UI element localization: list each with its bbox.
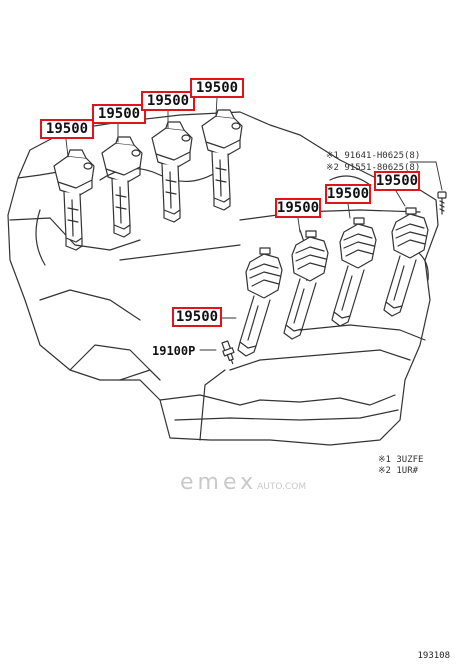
engine-block-outline (7, 111, 439, 446)
bolt-icon (437, 191, 447, 215)
part-label-spark-plug[interactable]: 19100P (152, 344, 196, 358)
part-callout-coil-1[interactable]: 19500 (40, 119, 94, 139)
spark-plug-icon (221, 340, 235, 365)
leader-lines (65, 97, 443, 319)
part-callout-coil-5[interactable]: 19500 (275, 198, 321, 218)
figure-number: 193108 (417, 651, 450, 661)
watermark-logo: emexAUTO.COM (180, 470, 307, 495)
bolt-callout-line-1[interactable]: ※1 91641-H0625(8) (326, 151, 421, 161)
part-callout-coil-8[interactable]: 19500 (172, 307, 222, 327)
part-callout-coil-3[interactable]: 19500 (141, 91, 195, 111)
ignition-coil-icon (151, 121, 193, 223)
engine-note-1: ※1 3UZFE (378, 455, 424, 465)
ignition-coil-icon (283, 230, 329, 340)
ignition-coil-icon (101, 136, 143, 238)
part-callout-coil-7[interactable]: 19500 (374, 171, 420, 191)
ignition-coil-icon (331, 217, 377, 327)
ignition-coil-icon (201, 109, 243, 211)
part-callout-coil-4[interactable]: 19500 (190, 78, 244, 98)
part-callout-coil-2[interactable]: 19500 (92, 104, 146, 124)
engine-note-2: ※2 1UR# (378, 466, 419, 476)
part-callout-coil-6[interactable]: 19500 (325, 184, 371, 204)
bolt-callout-line-2[interactable]: ※2 91551-80625(8) (326, 163, 421, 173)
ignition-coil-icon (53, 149, 95, 251)
ignition-coil-icon (383, 207, 429, 317)
ignition-coil-icon (237, 247, 283, 357)
